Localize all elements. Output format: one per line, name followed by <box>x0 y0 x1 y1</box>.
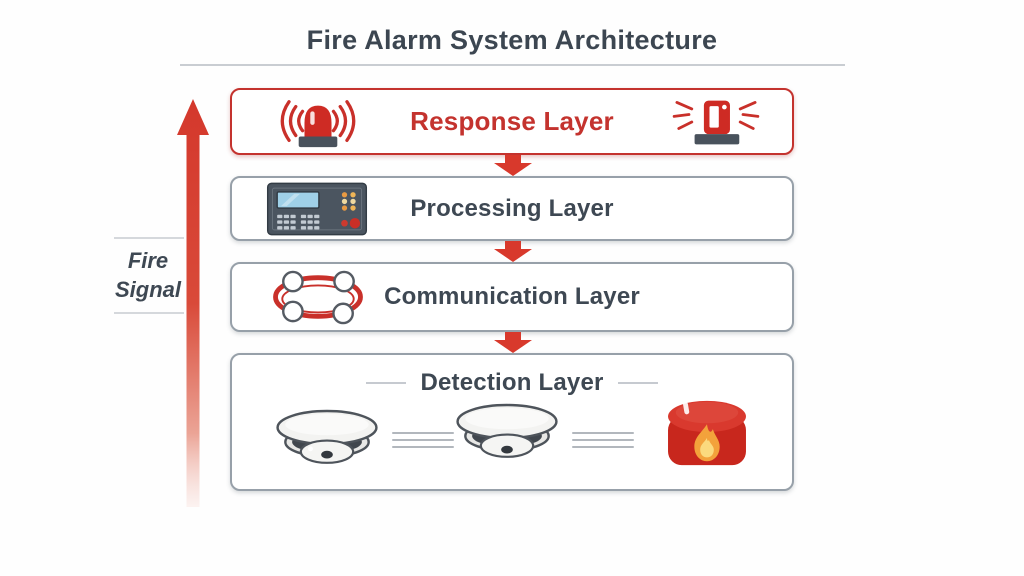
down-arrow-icon <box>494 241 532 262</box>
control-panel-icon <box>266 182 368 235</box>
legend-line-right <box>617 382 658 384</box>
fire-signal-label: Fire Signal <box>76 247 220 304</box>
connector-lines <box>392 427 454 453</box>
fire-signal-line1: Fire <box>127 248 169 273</box>
layer-communication-label: Communication Layer <box>384 283 640 310</box>
strobe-light-icon <box>672 100 760 144</box>
down-arrow-icon <box>494 155 532 176</box>
page-title: Fire Alarm System Architecture <box>306 25 718 55</box>
alarm-siren-icon <box>280 99 356 147</box>
smoke-detector-icon <box>456 403 558 458</box>
title-underline <box>180 64 845 66</box>
fire-signal-line2: Signal <box>114 276 181 302</box>
layer-processing: Processing Layer <box>230 176 794 241</box>
fire-signal-line-bottom <box>114 312 184 314</box>
heat-detector-icon <box>668 400 746 466</box>
smoke-detector-icon <box>276 409 378 464</box>
layer-response-label: Response Layer <box>410 106 614 136</box>
layer-communication: Communication Layer <box>230 262 794 332</box>
layer-response: Response Layer <box>230 88 794 155</box>
fire-signal-up-arrow-icon <box>177 99 209 507</box>
legend-line-left <box>366 382 407 384</box>
down-arrow-icon <box>494 332 532 353</box>
fire-signal-line-top <box>114 237 184 239</box>
layer-detection-label: Detection Layer <box>420 369 604 396</box>
layer-detection: Detection Layer <box>230 353 794 491</box>
detection-legend: Detection Layer <box>232 369 792 397</box>
ring-network-icon <box>273 270 363 325</box>
connector-lines <box>572 427 634 453</box>
layer-processing-label: Processing Layer <box>410 194 614 222</box>
